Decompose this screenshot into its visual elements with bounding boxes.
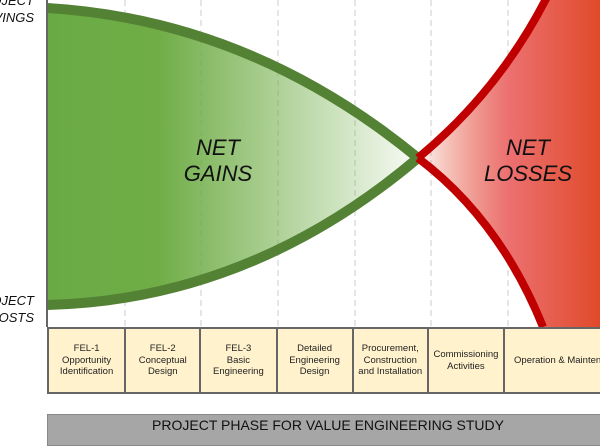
net-losses-label: NET [506,135,552,160]
value-curve-diagram: NET GAINS NET LOSSES [46,0,600,329]
net-losses-label-2: LOSSES [484,161,572,186]
net-gains-area [47,8,418,305]
net-losses-area [418,0,600,327]
savings-curve-red [415,0,550,162]
phase-procurement: Procurement, Construction and Installati… [354,329,429,392]
costs-curve-green [46,154,422,310]
net-gains-label-2: GAINS [184,161,253,186]
savings-curve-green [46,3,422,162]
phase-fel-3: FEL-3 Basic Engineering [201,329,278,392]
costs-curve-red [415,154,547,329]
phase-operation-maintenance: Operation & Maintenance [514,354,600,366]
phase-detailed-engineering: Detailed Engineering Design [278,329,354,392]
phase-fel-1: FEL-1 Opportunity Identification [49,329,127,392]
phase-fel-2: FEL-2 Conceptual Design [126,329,202,392]
net-gains-label: NET [196,135,242,160]
phase-row: FEL-1 Opportunity Identification FEL-2 C… [47,327,600,394]
phase-commissioning: Commissioning Activities [429,329,506,392]
costs-axis-label: PROJECT COSTS [0,293,34,325]
footer-banner: PROJECT PHASE FOR VALUE ENGINEERING STUD… [47,414,600,446]
savings-axis-label: PROJECT SAVINGS [0,0,34,25]
